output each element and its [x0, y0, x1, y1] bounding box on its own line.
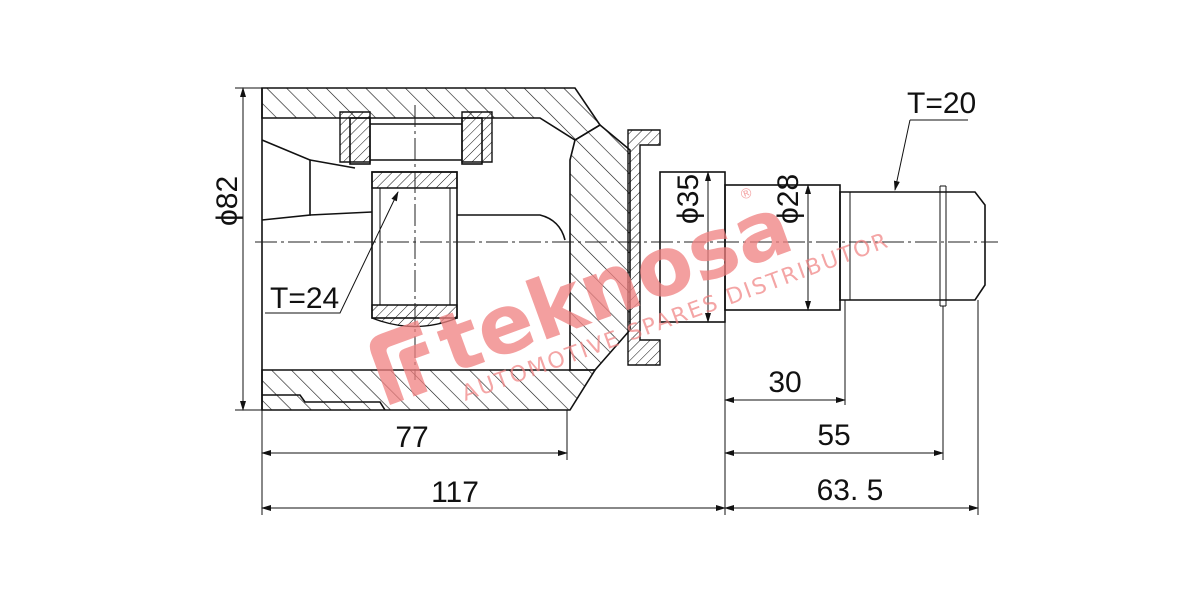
- tripod-assembly: [339, 105, 493, 380]
- outer-housing: [261, 87, 631, 411]
- dimension-lines: [235, 87, 979, 515]
- dim-30: 30: [768, 366, 801, 399]
- dim-55: 55: [817, 419, 850, 452]
- dim-117: 117: [431, 476, 479, 509]
- dim-77: 77: [395, 421, 428, 454]
- logo-mark-icon: [369, 320, 430, 405]
- watermark-registered: ®: [737, 184, 756, 204]
- label-t20: T=20: [907, 87, 976, 120]
- dim-phi28: ϕ28: [772, 174, 805, 224]
- dim-phi82: ϕ82: [211, 176, 244, 226]
- stem-shaft: [627, 129, 986, 366]
- dim-phi35: ϕ35: [672, 174, 705, 224]
- label-t24: T=24: [270, 282, 339, 315]
- dim-63-5: 63. 5: [817, 474, 884, 507]
